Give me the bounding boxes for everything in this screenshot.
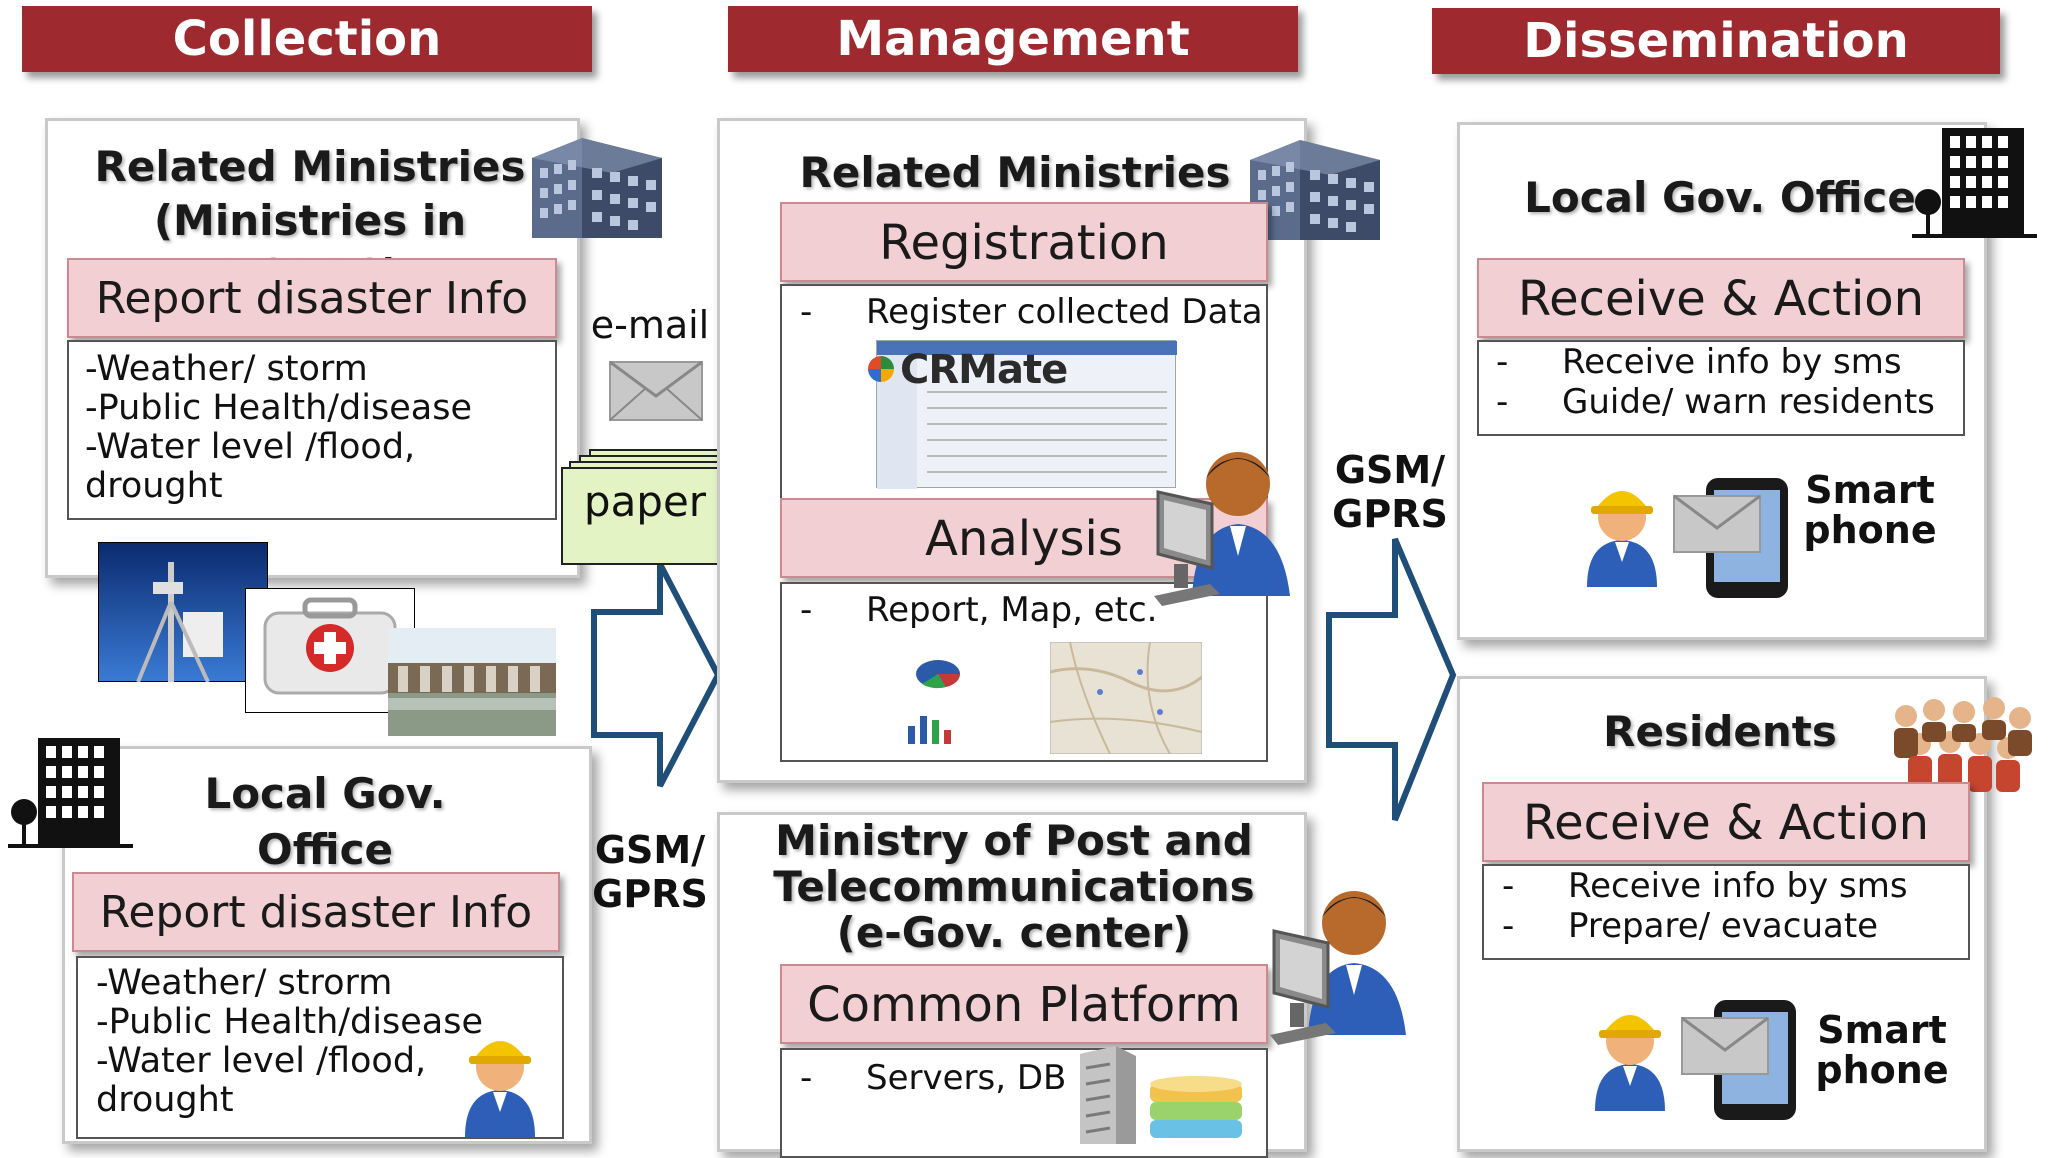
common-platform-item: - Servers, DB	[800, 1056, 1066, 1100]
crmate-logo-text: CRMate	[900, 347, 1068, 393]
list-item: -Public Health/disease	[85, 388, 472, 428]
people-icon	[1894, 697, 2032, 792]
management-post-title: Ministry of Post and Telecommunications …	[740, 818, 1288, 956]
registration-title: Registration	[780, 202, 1268, 282]
analysis-item: - Report, Map, etc.	[800, 588, 1157, 632]
collection-local-report-title: Report disaster Info	[72, 872, 560, 952]
dissemination-residents-receive-title: Receive & Action	[1482, 782, 1970, 862]
title-line: Ministry of Post and	[775, 816, 1253, 865]
flow-arrow-left	[591, 562, 722, 788]
crmate-row	[927, 407, 1167, 409]
email-label: e-mail	[590, 303, 710, 347]
computer-user-icon	[1154, 452, 1290, 606]
gsm-line: GSM/	[594, 828, 706, 872]
worker-icon	[1595, 1015, 1665, 1111]
gprs-line: GPRS	[1332, 492, 1448, 536]
title-line: Related Ministries	[94, 142, 526, 191]
collection-ministries-report-title: Report disaster Info	[67, 258, 557, 338]
crmate-row	[927, 439, 1167, 441]
list-item-text: Receive info by sms	[1568, 866, 1908, 906]
mail-icon	[609, 360, 703, 421]
crmate-row	[927, 471, 1167, 473]
list-item-text: Prepare/ evacuate	[1568, 906, 1879, 946]
list-item: -Water level /flood,	[96, 1041, 427, 1081]
common-platform-title: Common Platform	[780, 964, 1268, 1044]
database-icon	[1150, 1076, 1242, 1138]
office-building-icon	[532, 138, 662, 238]
bullet: -	[1496, 342, 1509, 382]
building-icon	[8, 738, 133, 848]
registration-item-text: Register collected Data	[866, 292, 1263, 332]
collection-local-list: -Weather/ strorm -Public Health/disease …	[76, 956, 564, 1139]
computer-user-icon	[1270, 891, 1406, 1045]
building-icon	[1912, 128, 2037, 238]
smartphone-icon	[1673, 478, 1788, 598]
gsm-label-left: GSM/ GPRS	[585, 828, 715, 916]
bullet: -	[1502, 906, 1515, 946]
list-item-text: Receive info by sms	[1562, 342, 1902, 382]
dissemination-residents-list: - Receive info by sms - Prepare/ evacuate	[1502, 866, 1908, 946]
paper-label: paper	[583, 477, 707, 526]
phone-label-line: Smart	[1817, 1008, 1947, 1052]
list-item: - Guide/ warn residents	[1496, 382, 1935, 422]
list-item: -Weather/ storm	[85, 349, 368, 389]
list-item: -Weather/ strorm	[96, 963, 393, 1003]
title-line: (e-Gov. center)	[836, 908, 1192, 957]
crmate-logo-icon	[868, 356, 894, 382]
list-item: drought	[85, 466, 223, 506]
list-item: -Public Health/disease	[96, 1002, 483, 1042]
dissemination-header: Dissemination	[1432, 8, 2000, 74]
management-ministries-title: Related Ministries	[799, 148, 1231, 197]
first-aid-kit-photo	[245, 588, 415, 713]
dissemination-residents-phone-label: Smart phone	[1802, 1010, 1962, 1090]
analysis-item-text: Report, Map, etc.	[866, 590, 1158, 630]
phone-label-line: phone	[1815, 1048, 1949, 1092]
weather-station-photo	[98, 542, 268, 682]
gsm-line: GSM/	[1334, 448, 1446, 492]
crmate-screenshot	[876, 340, 1177, 489]
phone-label-line: Smart	[1805, 468, 1935, 512]
list-item-text: Guide/ warn residents	[1562, 382, 1935, 422]
worker-icon	[1587, 491, 1657, 587]
worker-icon	[465, 1041, 535, 1137]
registration-item: - Register collected Data	[800, 290, 1263, 334]
bullet: -	[800, 590, 813, 630]
gsm-label-right: GSM/ GPRS	[1325, 448, 1455, 536]
dissemination-local-receive-title: Receive & Action	[1477, 258, 1965, 338]
list-item: - Receive info by sms	[1502, 866, 1908, 906]
dissemination-residents-list-box	[1482, 864, 1970, 960]
list-item: - Receive info by sms	[1496, 342, 1935, 382]
crmate-titlebar	[877, 341, 1177, 355]
crmate-row	[927, 423, 1167, 425]
dissemination-local-list-box	[1477, 340, 1965, 436]
dam-photo	[388, 628, 556, 736]
collection-header: Collection	[22, 6, 592, 72]
phone-label-line: phone	[1803, 508, 1937, 552]
dissemination-local-phone-label: Smart phone	[1790, 470, 1950, 550]
flow-arrow-right	[1326, 537, 1457, 822]
collection-local-office-title: Local Gov. Office	[204, 769, 446, 874]
crmate-row	[927, 391, 1167, 393]
list-item: -Water level /flood,	[85, 427, 416, 467]
dissemination-local-list: - Receive info by sms - Guide/ warn reside…	[1496, 342, 1935, 422]
list-item: drought	[96, 1080, 234, 1120]
dissemination-residents-title: Residents	[1603, 707, 1837, 756]
crmate-row	[927, 455, 1167, 457]
bullet: -	[800, 1058, 813, 1098]
smartphone-icon	[1681, 1000, 1796, 1120]
title-line: Telecommunications	[773, 862, 1255, 911]
gprs-line: GPRS	[592, 872, 708, 916]
map-thumbnail	[1050, 642, 1202, 754]
report-chart-thumbnail	[868, 646, 1018, 750]
collection-ministries-list: -Weather/ storm -Public Health/disease -…	[67, 340, 557, 520]
server-icon	[1080, 1046, 1136, 1144]
management-header: Management	[728, 6, 1298, 72]
bullet: -	[1502, 866, 1515, 906]
dissemination-local-office-title: Local Gov. Office	[1524, 173, 1916, 222]
list-item: - Prepare/ evacuate	[1502, 906, 1908, 946]
bullet: -	[1496, 382, 1509, 422]
bullet: -	[800, 292, 813, 332]
common-platform-item-text: Servers, DB	[866, 1058, 1067, 1098]
